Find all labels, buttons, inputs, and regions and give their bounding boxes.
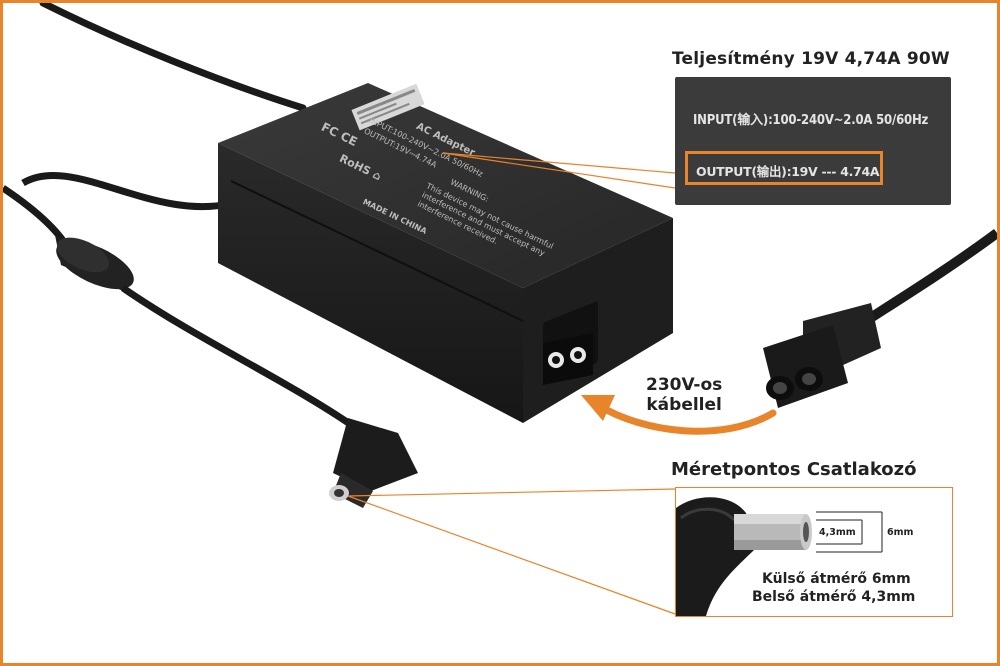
cable-label-line1: 230V-os bbox=[646, 375, 723, 395]
ac-cable bbox=[860, 228, 997, 328]
power-socket bbox=[543, 301, 598, 385]
inner-diameter-dim: 4,3mm bbox=[819, 527, 856, 538]
outer-diameter-dim: 6mm bbox=[887, 527, 914, 538]
serial-sticker bbox=[351, 83, 425, 131]
connector-callout-line bbox=[347, 488, 676, 497]
ac-plug bbox=[763, 303, 881, 408]
power-headline: Teljesítmény 19V 4,74A 90W bbox=[672, 49, 950, 69]
top-cable bbox=[39, 3, 307, 112]
connector-closeup: 4,3mm 6mm Külső átmérő 6mm Belső átmérő … bbox=[675, 487, 953, 617]
product-photo: AC Adapter INPUT:100-240V~2.0A 50/60Hz O… bbox=[3, 3, 997, 615]
connection-arrow bbox=[594, 401, 777, 435]
connector-drawing bbox=[676, 497, 883, 616]
cable-label-line2: kábellel bbox=[646, 395, 722, 415]
dc-cable bbox=[21, 171, 234, 211]
adapter-brick: AC Adapter INPUT:100-240V~2.0A 50/60Hz O… bbox=[218, 83, 673, 423]
output-spec: OUTPUT(输出):19V --- 4.74A bbox=[696, 164, 880, 179]
input-spec: INPUT(输入):100-240V~2.0A 50/60Hz bbox=[693, 113, 929, 128]
outer-diameter-text: Külső átmérő 6mm bbox=[762, 571, 911, 587]
cable-label: 230V-os kábellel bbox=[646, 375, 722, 415]
spec-callout-line bbox=[442, 152, 676, 174]
dc-plug bbox=[329, 418, 418, 508]
ferrite-choke bbox=[55, 235, 134, 293]
connector-title: Méretpontos Csatlakozó bbox=[671, 459, 917, 480]
spec-label-closeup: INPUT(输入):100-240V~2.0A 50/60Hz OUTPUT(输… bbox=[675, 77, 951, 205]
output-highlight: OUTPUT(输出):19V --- 4.74A bbox=[685, 151, 883, 185]
inner-diameter-text: Belső átmérő 4,3mm bbox=[752, 589, 916, 605]
